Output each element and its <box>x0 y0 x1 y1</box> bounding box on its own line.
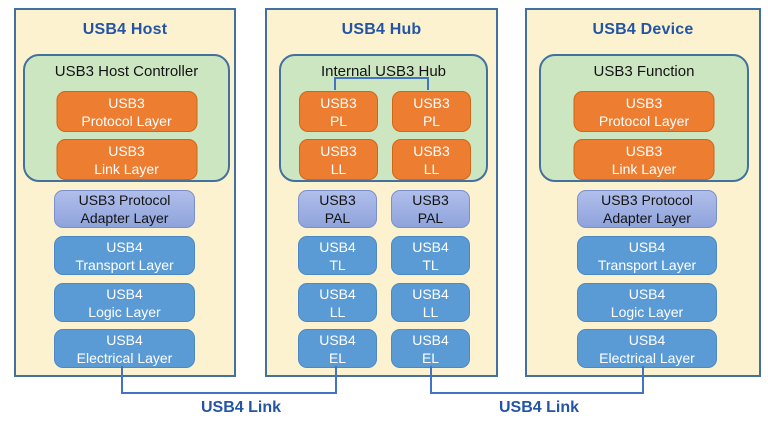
hub-right-usb4-ll-box: USB4 LL <box>391 283 470 322</box>
box-line1: USB3 Protocol <box>601 192 693 208</box>
host-usb3-protocol-layer-box: USB3 Protocol Layer <box>56 91 197 132</box>
box-line2: EL <box>421 349 440 366</box>
device-usb4-transport-layer-box: USB4 Transport Layer <box>577 236 717 275</box>
box-line1: USB4 <box>319 331 356 348</box>
column-title-hub: USB4 Hub <box>341 21 422 38</box>
device-usb4-logic-layer-box: USB4 Logic Layer <box>577 283 717 322</box>
box-line2: Protocol Layer <box>81 112 172 129</box>
box-line2: TL <box>329 256 346 273</box>
box-line2: EL <box>328 349 347 366</box>
hub-right-usb3-pal-box: USB3 PAL <box>391 190 470 228</box>
box-line1: USB4 <box>319 238 356 255</box>
usb3-host-controller-label: USB3 Host Controller <box>54 63 199 80</box>
usb3-function-container: USB3 Function USB3 Protocol Layer USB3 L… <box>539 54 749 182</box>
box-line2: LL <box>423 160 440 177</box>
hub-left-usb4-el-box: USB4 EL <box>298 329 377 368</box>
box-line1: USB3 <box>625 94 663 111</box>
box-line1: USB4 <box>319 285 356 302</box>
internal-usb3-hub-label: Internal USB3 Hub <box>320 63 447 80</box>
box-line2: LL <box>422 303 439 320</box>
internal-usb3-hub-container: Internal USB3 Hub USB3 PL USB3 PL USB3 L… <box>279 54 488 182</box>
box-line2: Electrical Layer <box>599 349 695 366</box>
box-line1: USB3 <box>320 94 357 111</box>
host-usb3-protocol-adapter-layer-box: USB3 Protocol Adapter Layer <box>54 190 195 228</box>
box-line2: PAL <box>324 210 351 226</box>
box-line1: USB3 <box>625 142 663 159</box>
box-line1: USB4 <box>106 238 143 255</box>
hub-left-usb4-tl-box: USB4 TL <box>298 236 377 275</box>
hub-right-usb4-el-box: USB4 EL <box>391 329 470 368</box>
host-usb3-link-layer-box: USB3 Link Layer <box>56 139 197 180</box>
column-title-device: USB4 Device <box>592 21 694 38</box>
box-line1: USB3 <box>412 192 449 208</box>
device-usb3-link-layer-box: USB3 Link Layer <box>573 139 715 180</box>
box-line2: LL <box>329 303 346 320</box>
box-line2: Link Layer <box>611 160 677 177</box>
box-line1: USB4 <box>106 331 143 348</box>
hub-left-usb3-pl-box: USB3 PL <box>299 91 378 132</box>
host-usb4-logic-layer-box: USB4 Logic Layer <box>54 283 195 322</box>
hub-left-usb3-ll-box: USB3 LL <box>299 139 378 180</box>
box-line2: TL <box>422 256 439 273</box>
box-line2: PL <box>329 112 348 129</box>
box-line2: PAL <box>417 210 444 226</box>
column-usb4-host: USB4 Host USB3 Host Controller USB3 Prot… <box>14 8 236 377</box>
box-line1: USB4 <box>106 285 143 302</box>
box-line1: USB3 <box>320 142 357 159</box>
device-usb3-protocol-layer-box: USB3 Protocol Layer <box>573 91 715 132</box>
host-usb4-transport-layer-box: USB4 Transport Layer <box>54 236 195 275</box>
hub-left-usb3-pal-box: USB3 PAL <box>298 190 377 228</box>
usb3-function-label: USB3 Function <box>593 63 695 80</box>
hub-right-usb3-pl-box: USB3 PL <box>392 91 471 132</box>
box-line1: USB4 <box>628 331 666 348</box>
box-line1: USB3 <box>108 94 145 111</box>
box-line1: USB3 <box>108 142 145 159</box>
box-line2: Protocol Layer <box>598 112 690 129</box>
box-line2: Logic Layer <box>610 303 684 320</box>
column-usb4-hub: USB4 Hub Internal USB3 Hub USB3 PL USB3 … <box>265 8 498 377</box>
box-line1: USB4 <box>412 331 449 348</box>
box-line2: Adapter Layer <box>603 210 691 226</box>
box-line2: PL <box>422 112 441 129</box>
box-line1: USB4 <box>412 285 449 302</box>
box-line2: LL <box>330 160 347 177</box>
device-usb3-protocol-adapter-layer-box: USB3 Protocol Adapter Layer <box>577 190 717 228</box>
box-line2: Logic Layer <box>88 303 161 320</box>
device-usb4-electrical-layer-box: USB4 Electrical Layer <box>577 329 717 368</box>
box-line1: USB4 <box>628 238 666 255</box>
box-line1: USB3 <box>413 142 450 159</box>
box-line1: USB3 <box>319 192 356 208</box>
usb3-host-controller-container: USB3 Host Controller USB3 Protocol Layer… <box>23 54 230 182</box>
usb4-link-label-right: USB4 Link <box>498 399 580 416</box>
box-line2: Link Layer <box>94 160 159 177</box>
box-line2: Transport Layer <box>597 256 697 273</box>
hub-right-usb3-ll-box: USB3 LL <box>392 139 471 180</box>
box-line2: Adapter Layer <box>80 210 169 226</box>
host-usb4-electrical-layer-box: USB4 Electrical Layer <box>54 329 195 368</box>
hub-right-usb4-tl-box: USB4 TL <box>391 236 470 275</box>
column-title-host: USB4 Host <box>82 21 168 38</box>
column-usb4-device: USB4 Device USB3 Function USB3 Protocol … <box>525 8 761 377</box>
usb4-link-label-left: USB4 Link <box>200 399 282 416</box>
box-line1: USB3 <box>413 94 450 111</box>
box-line1: USB3 Protocol <box>78 192 171 208</box>
box-line1: USB4 <box>628 285 666 302</box>
box-line2: Transport Layer <box>75 256 174 273</box>
hub-left-usb4-ll-box: USB4 LL <box>298 283 377 322</box>
box-line2: Electrical Layer <box>76 349 173 366</box>
box-line1: USB4 <box>412 238 449 255</box>
